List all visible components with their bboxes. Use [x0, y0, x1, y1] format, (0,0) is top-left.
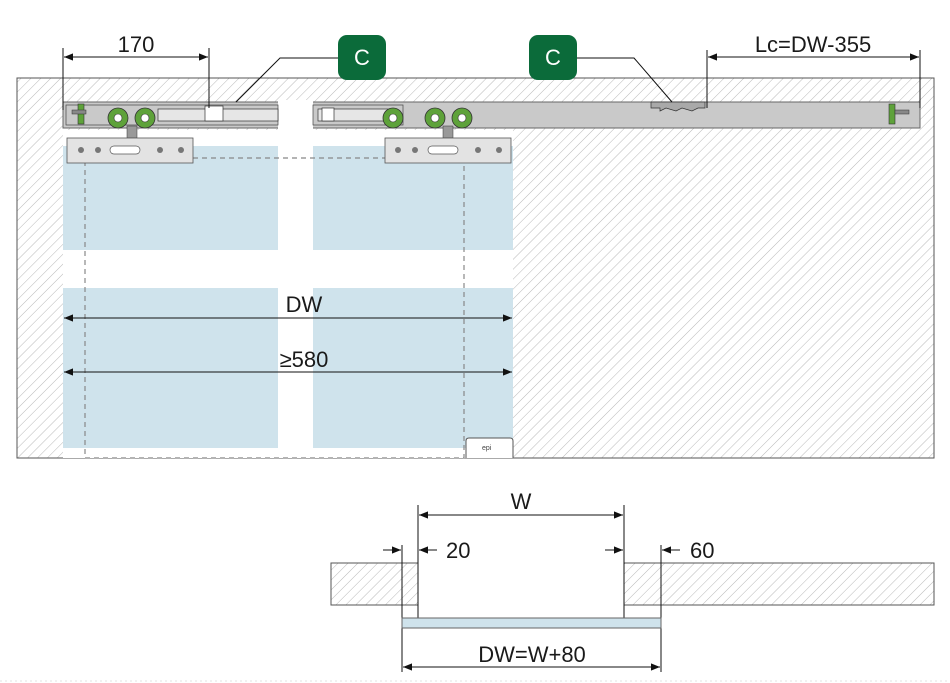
dim-min-width-label: ≥580	[280, 347, 329, 372]
glass-section	[401, 617, 662, 629]
glass-outline-dashed	[84, 157, 465, 459]
badge-c-left: C	[338, 35, 386, 80]
badge-c-right-label: C	[545, 45, 561, 70]
mounting-plate-left	[66, 137, 194, 164]
leader-lines	[235, 57, 673, 103]
end-stop-right	[888, 103, 910, 125]
roller-wheels-left	[107, 107, 156, 139]
dim-dw-label: DW	[286, 292, 323, 317]
break-line	[63, 100, 513, 458]
catch-right	[650, 101, 706, 112]
badge-c-left-label: C	[354, 45, 370, 70]
dim-lc-label: Lc=DW-355	[755, 32, 871, 57]
floor-guide: epi	[465, 437, 514, 458]
dim-right-gap: 60	[662, 538, 714, 563]
dim-w: W	[419, 489, 623, 519]
glass-door-fixed	[63, 146, 278, 448]
dim-w-label: W	[511, 489, 532, 514]
dim-total-label: DW=W+80	[478, 642, 586, 667]
dim-total: DW=W+80	[403, 642, 660, 671]
wall-section-right	[623, 562, 935, 606]
damper-mechanism	[157, 105, 389, 122]
dim-dw: DW	[64, 292, 512, 322]
glass-door-sliding	[313, 146, 513, 448]
dim-left-gap: 20	[383, 538, 623, 563]
svg-text:epi: epi	[482, 445, 492, 452]
mounting-plate-right	[384, 137, 512, 164]
end-stop-left	[71, 103, 87, 125]
dim-min-width: ≥580	[64, 347, 512, 376]
dim-lc: Lc=DW-355	[706, 32, 921, 108]
dim-left-gap-label: 20	[446, 538, 470, 563]
dim-170-label: 170	[118, 32, 155, 57]
roller-wheels-right	[382, 107, 473, 139]
dim-170: 170	[62, 32, 210, 110]
opening-edges	[401, 505, 662, 672]
dim-right-gap-label: 60	[690, 538, 714, 563]
wall-section-left	[330, 562, 419, 606]
badge-c-right: C	[529, 35, 577, 80]
